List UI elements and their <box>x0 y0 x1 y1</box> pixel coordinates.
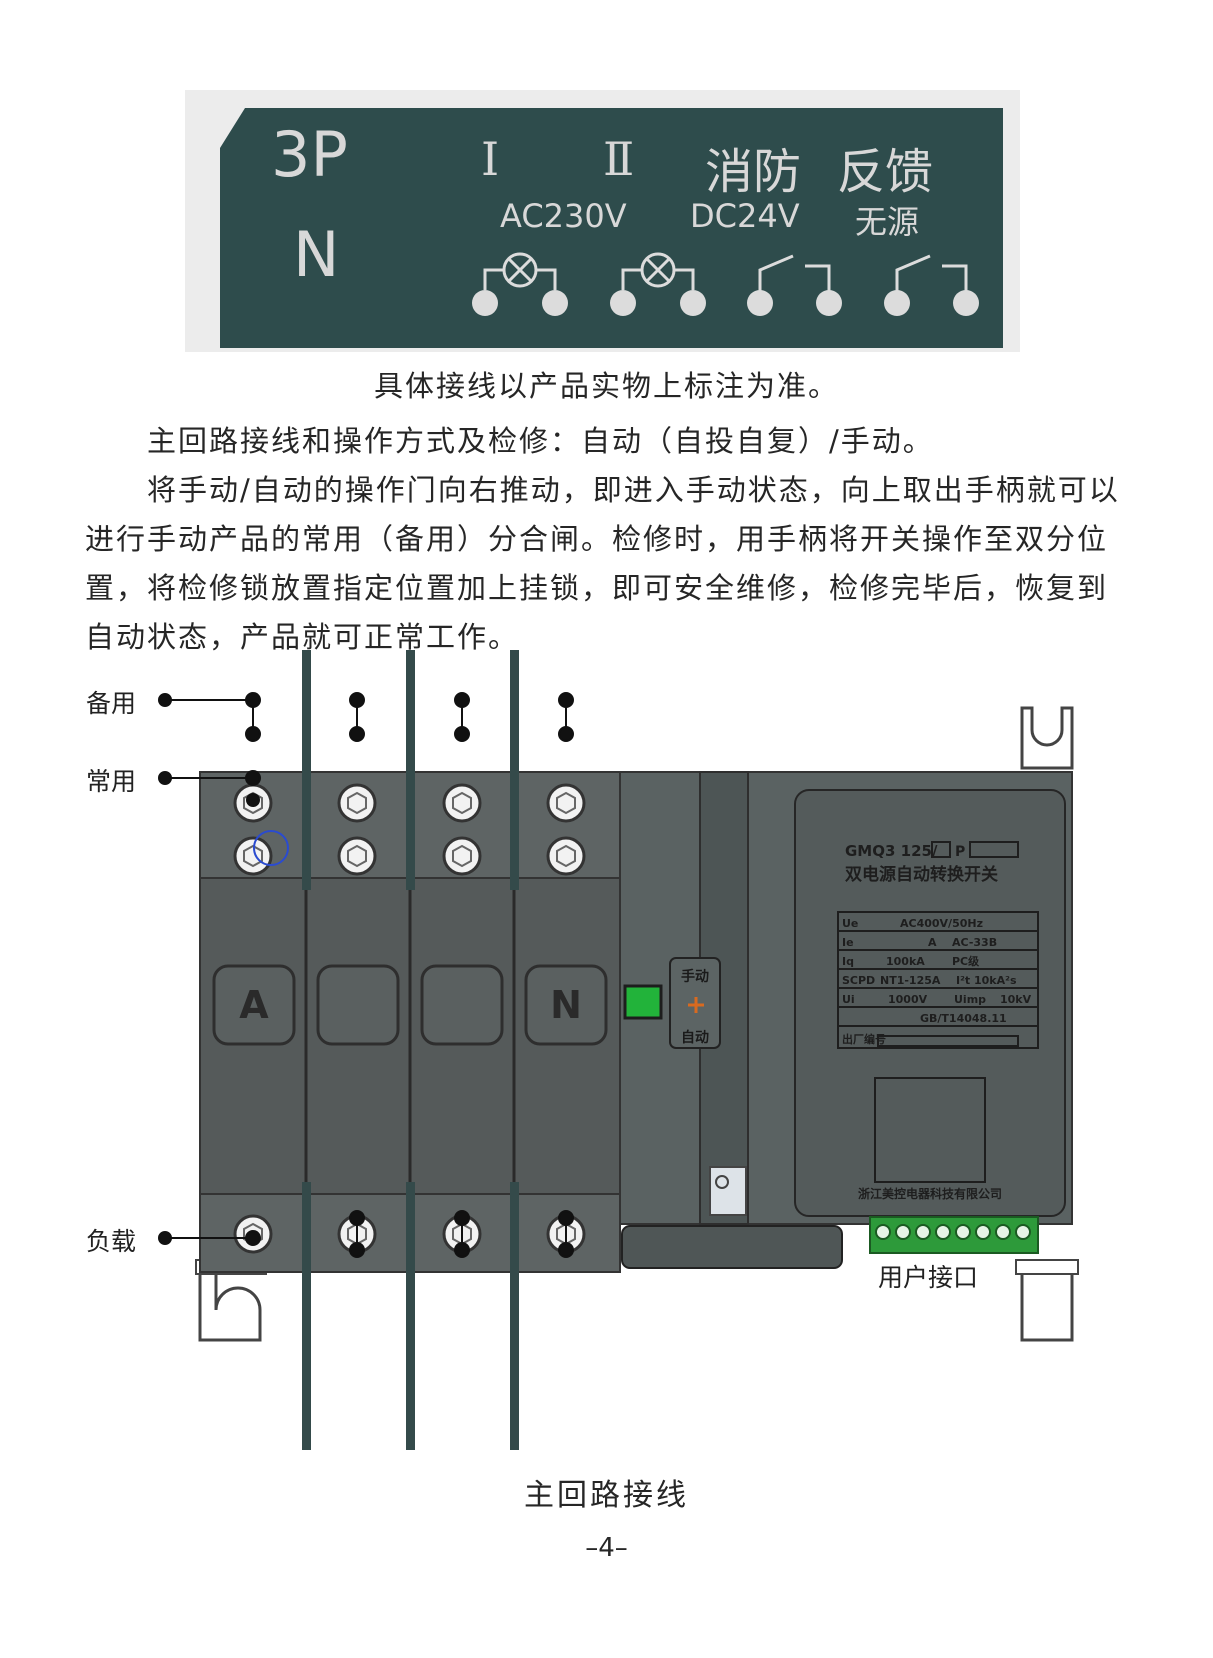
panel-3p-label: 3P <box>271 118 348 191</box>
panel-caption: 具体接线以产品实物上标注为准。 <box>373 369 839 403</box>
lamp-1-icon <box>483 252 557 290</box>
nameplate-table <box>837 911 1039 1049</box>
body-text: 主回路接线和操作方式及检修：自动（自投自复）/手动。 将手动/自动的操作门向右推… <box>85 417 1135 662</box>
label-backup: 备用 <box>86 689 137 718</box>
label-user-interface: 用户接口 <box>878 1263 979 1292</box>
wiring-diagram: A N 手动 自动 GMQ3 125/ P 双电源自动转换开关 Ue AC400… <box>0 650 1213 1450</box>
nameplate-model-p: P <box>955 844 965 860</box>
status-indicator-led <box>623 984 663 1020</box>
np-row5-c2: 1000V <box>888 993 928 1006</box>
paragraph-2: 将手动/自动的操作门向右推动，即进入手动状态，向上取出手柄就可以进行手动产品的常… <box>85 473 1120 654</box>
pole-n-label: N <box>550 983 582 1027</box>
panel-ac-voltage-label: AC230V <box>500 197 627 235</box>
np-row6: GB/T14048.11 <box>920 1012 1007 1025</box>
panel-terminals <box>472 290 979 316</box>
mounting-tab-top <box>1020 706 1074 770</box>
np-row3-c1: Iq <box>842 955 854 968</box>
panel-dc-voltage-label: DC24V <box>690 197 800 235</box>
mounting-tab-bottom-left <box>198 1266 262 1342</box>
np-row2-c3: AC-33B <box>952 936 997 949</box>
nameplate-model: GMQ3 125/ <box>845 842 938 860</box>
terminal-panel-svg <box>220 108 1003 348</box>
page-number: –4– <box>585 1533 628 1563</box>
phase-barriers <box>302 650 519 1450</box>
panel-passive-label: 无源 <box>855 203 920 241</box>
fire-contact-icon <box>758 254 831 292</box>
label-load: 负载 <box>86 1227 137 1256</box>
panel-n-label: N <box>293 218 340 291</box>
mounting-tab-bottom-right <box>1020 1266 1074 1342</box>
terminal-panel-figure: 3P N Ⅰ Ⅱ 消防 反馈 AC230V DC24V 无源 <box>185 90 1020 352</box>
wiring-diagram-svg: A N 手动 自动 GMQ3 125/ P 双电源自动转换开关 Ue AC400… <box>158 650 1079 1450</box>
np-row4-c1: SCPD <box>842 974 875 987</box>
np-row5-c3: Uimp <box>954 993 986 1006</box>
paragraph-1: 主回路接线和操作方式及检修：自动（自投自复）/手动。 <box>147 424 934 458</box>
np-row2-c2: A <box>928 936 937 949</box>
np-row5-c1: Ui <box>842 993 855 1006</box>
feedback-contact-icon <box>895 254 968 292</box>
np-row1-c1: Ue <box>842 917 858 930</box>
pole-a-label: A <box>239 983 269 1027</box>
np-row3-c2: 100kA <box>886 955 925 968</box>
np-row2-c1: Ie <box>842 936 854 949</box>
handle-slot <box>621 1225 843 1269</box>
np-row4-c2: NT1-125A <box>880 974 941 987</box>
np-row3-c3: PC级 <box>952 954 980 968</box>
user-interface-terminals[interactable] <box>869 1216 1039 1254</box>
panel-fire-label: 消防 <box>705 144 802 200</box>
pole-windows <box>212 964 608 1046</box>
np-row7: 出厂编号 <box>842 1032 886 1046</box>
nameplate-company: 浙江美控电器科技有限公司 <box>858 1186 1002 1201</box>
figure-caption: 主回路接线 <box>524 1478 689 1513</box>
panel-source-1-label: Ⅰ <box>481 132 500 186</box>
switch-auto-label: 自动 <box>681 1029 709 1046</box>
lamp-2-icon <box>621 252 695 290</box>
np-row4-c3: I²t 10kA²s <box>956 974 1017 987</box>
switch-manual-label: 手动 <box>681 968 709 985</box>
np-row1-c2: AC400V/50Hz <box>900 917 983 930</box>
display-window <box>874 1077 986 1183</box>
maintenance-lock-icon[interactable] <box>709 1166 747 1216</box>
label-normal: 常用 <box>86 767 137 796</box>
nameplate-product-name: 双电源自动转换开关 <box>845 864 998 885</box>
panel-feedback-label: 反馈 <box>837 144 934 200</box>
np-row5-c4: 10kV <box>1000 993 1032 1006</box>
panel-source-2-label: Ⅱ <box>603 132 635 186</box>
callout-leaders <box>158 692 574 1258</box>
